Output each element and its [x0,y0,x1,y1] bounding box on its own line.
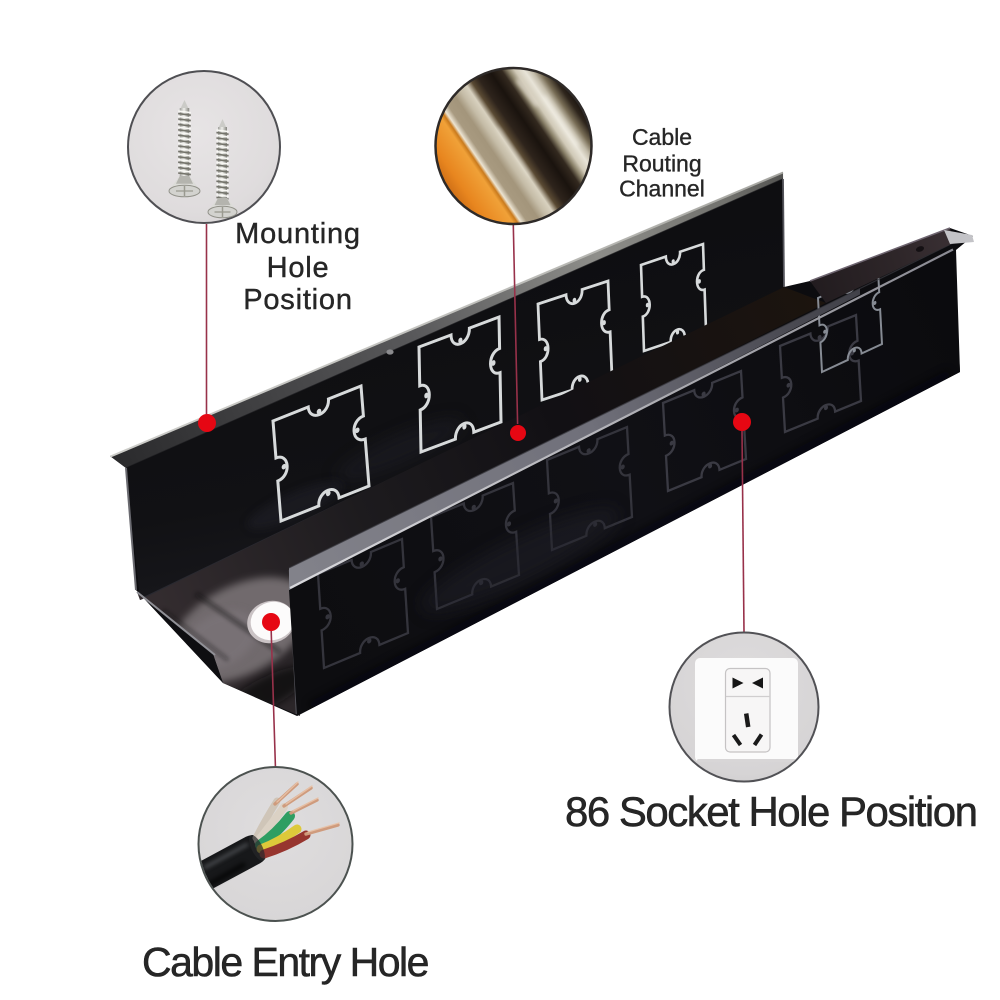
svg-text:Position: Position [243,284,353,316]
svg-text:Routing: Routing [622,151,701,177]
svg-text:Cable Entry Hole: Cable Entry Hole [142,939,428,985]
svg-text:Hole: Hole [267,252,330,284]
svg-text:Channel: Channel [619,176,705,202]
svg-text:86 Socket Hole Position: 86 Socket Hole Position [565,788,976,835]
svg-text:Cable: Cable [632,124,692,150]
svg-text:Mounting: Mounting [235,218,361,250]
